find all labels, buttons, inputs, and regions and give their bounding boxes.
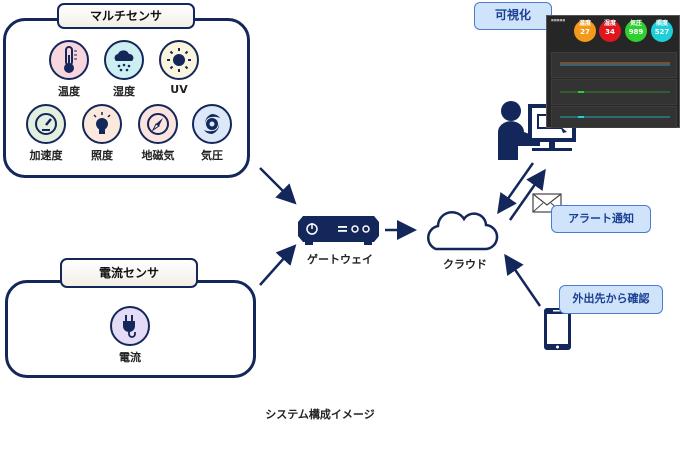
gauge-title: 気圧 bbox=[629, 20, 642, 27]
gauge-title: 照度 bbox=[655, 20, 668, 27]
current-sensor-title: 電流センサ bbox=[60, 258, 198, 288]
sensor-label: 加速度 bbox=[29, 149, 63, 162]
sensor-label: 照度 bbox=[91, 149, 113, 162]
dashboard-header: ■■■■■ bbox=[551, 18, 566, 22]
gauge-title: 温度 bbox=[578, 20, 591, 27]
sensor-acceleration: 加速度 bbox=[22, 104, 70, 163]
sensor-temperature: 温度 bbox=[45, 40, 93, 99]
chart-panel-1 bbox=[551, 52, 677, 78]
gauge-value: 989 bbox=[628, 28, 644, 36]
arrow-cloud-to-pc bbox=[508, 168, 546, 221]
sensor-label: 地磁気 bbox=[141, 149, 175, 162]
cloud-label: クラウド bbox=[443, 258, 487, 271]
sensor-label: 気圧 bbox=[201, 149, 223, 162]
alert-callout: アラート通知 bbox=[551, 205, 651, 233]
plug-icon bbox=[110, 306, 150, 346]
remote-check-callout: 外出先から確認 bbox=[559, 285, 663, 314]
multi-sensor-title: マルチセンサ bbox=[57, 3, 195, 29]
gauge-value: 34 bbox=[605, 28, 615, 36]
sensor-pressure: 気圧 bbox=[188, 104, 236, 163]
sensor-label: 温度 bbox=[58, 85, 80, 98]
arrow-pc-to-cloud bbox=[497, 162, 535, 215]
speedometer-icon bbox=[26, 104, 66, 144]
sensor-label: 電流 bbox=[119, 351, 141, 364]
arrow-current-to-gateway bbox=[259, 244, 297, 286]
arrow-phone-to-cloud bbox=[504, 253, 542, 307]
sensor-label: 湿度 bbox=[113, 85, 135, 98]
sensor-illuminance: 照度 bbox=[78, 104, 126, 163]
sensor-uv: UV bbox=[155, 40, 203, 96]
light-bulb-icon bbox=[82, 104, 122, 144]
arrow-multi-to-gateway bbox=[259, 167, 297, 205]
sun-icon bbox=[159, 40, 199, 80]
diagram-caption: システム構成イメージ bbox=[265, 408, 375, 421]
sensor-label: UV bbox=[170, 83, 188, 96]
chart-panel-2 bbox=[551, 79, 677, 105]
smartphone-icon bbox=[544, 308, 571, 350]
sensor-current: 電流 bbox=[106, 306, 154, 365]
compass-icon bbox=[138, 104, 178, 144]
cloud-icon bbox=[427, 210, 499, 251]
sensor-geomagnetic: 地磁気 bbox=[134, 104, 182, 163]
thermometer-icon bbox=[49, 40, 89, 80]
gauge-value: 527 bbox=[654, 28, 670, 36]
visualize-callout: 可視化 bbox=[474, 2, 552, 30]
gateway-icon bbox=[298, 216, 379, 245]
typhoon-icon bbox=[192, 104, 232, 144]
rain-cloud-icon bbox=[104, 40, 144, 80]
gateway-label: ゲートウェイ bbox=[307, 253, 373, 266]
chart-panel-3 bbox=[551, 106, 677, 128]
sensor-humidity: 湿度 bbox=[100, 40, 148, 99]
gauge-title: 湿度 bbox=[603, 20, 616, 27]
gauge-value: 27 bbox=[580, 28, 590, 36]
